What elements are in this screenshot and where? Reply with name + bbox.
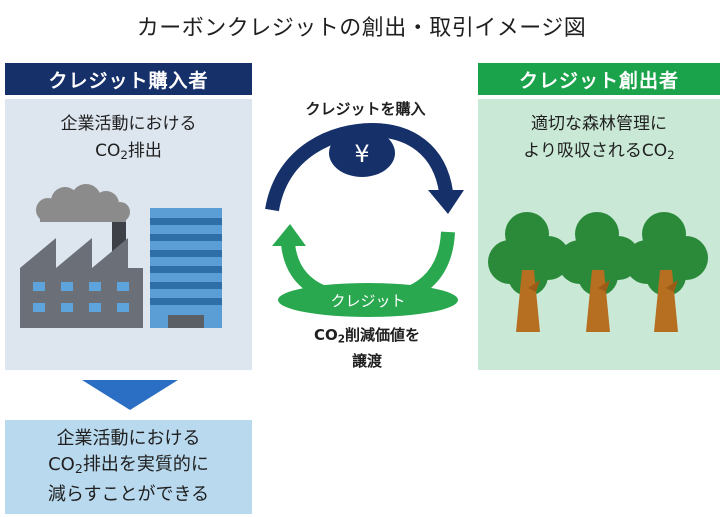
purchase-arrow <box>265 122 453 212</box>
result-line-1: 企業活動における <box>56 427 201 449</box>
buyer-line-2: CO2排出 <box>95 141 162 162</box>
yen-symbol: ¥ <box>354 140 369 168</box>
creator-line-2: より吸収されるCO2 <box>523 141 675 162</box>
forest-icon <box>488 212 708 332</box>
purchase-arrowhead <box>428 190 464 214</box>
result-line-2: CO2排出を実質的に <box>48 453 209 477</box>
office-building-icon <box>150 208 222 328</box>
credit-label: クレジット <box>330 292 405 310</box>
creator-tag: クレジット創出者 <box>478 63 720 95</box>
buyer-tag: クレジット購入者 <box>5 63 252 95</box>
result-box: 企業活動における CO2排出を実質的に 減らすことができる <box>5 420 252 514</box>
transfer-arrowhead <box>272 224 306 246</box>
credit-ellipse <box>278 283 458 317</box>
buyer-description: 企業活動における CO2排出 <box>5 111 252 169</box>
transfer-label: CO2削減価値を 譲渡 <box>282 325 452 372</box>
diagram-title: カーボンクレジットの創出・取引イメージ図 <box>136 16 587 41</box>
yen-circle <box>329 129 395 177</box>
factory-icon <box>20 184 143 328</box>
creator-line-1: 適切な森林管理に <box>531 114 667 134</box>
purchase-label: クレジットを購入 <box>305 100 426 118</box>
buyer-line-1: 企業活動における <box>60 114 197 134</box>
result-line-3: 減らすことができる <box>47 484 210 506</box>
result-down-arrow <box>82 380 178 410</box>
transfer-label-line-1: CO2削減価値を <box>313 326 421 346</box>
creator-description: 適切な森林管理に より吸収されるCO2 <box>478 111 720 169</box>
transfer-label-line-2: 譲渡 <box>351 351 382 370</box>
